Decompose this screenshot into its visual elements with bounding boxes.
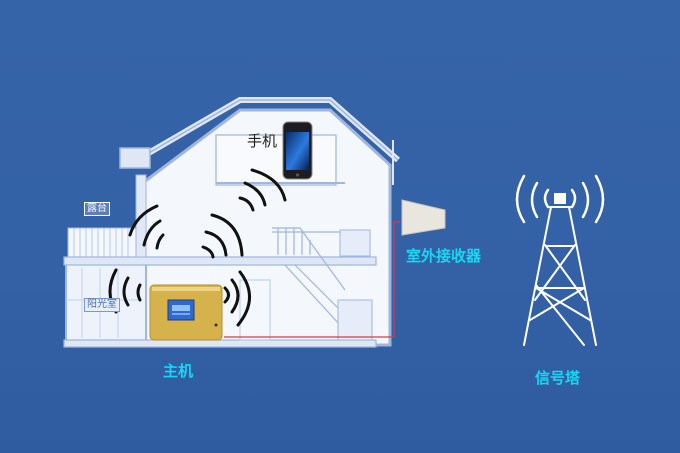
panel-antenna-icon: [401, 199, 446, 236]
booster-label: 主机: [163, 362, 194, 380]
cell-tower-icon: [515, 174, 605, 346]
indoor-signal-waves: [108, 168, 287, 327]
signal-booster-icon: [149, 284, 223, 341]
terrace-label: 露台: [84, 202, 110, 216]
smartphone-icon: [282, 121, 313, 180]
sunroom-label: 阳光室: [84, 298, 120, 312]
outdoor-antenna-label: 室外接收器: [406, 247, 482, 265]
phone-label: 手机: [247, 132, 278, 150]
antenna-cable: [224, 221, 400, 338]
tower-label: 信号塔: [535, 369, 581, 387]
